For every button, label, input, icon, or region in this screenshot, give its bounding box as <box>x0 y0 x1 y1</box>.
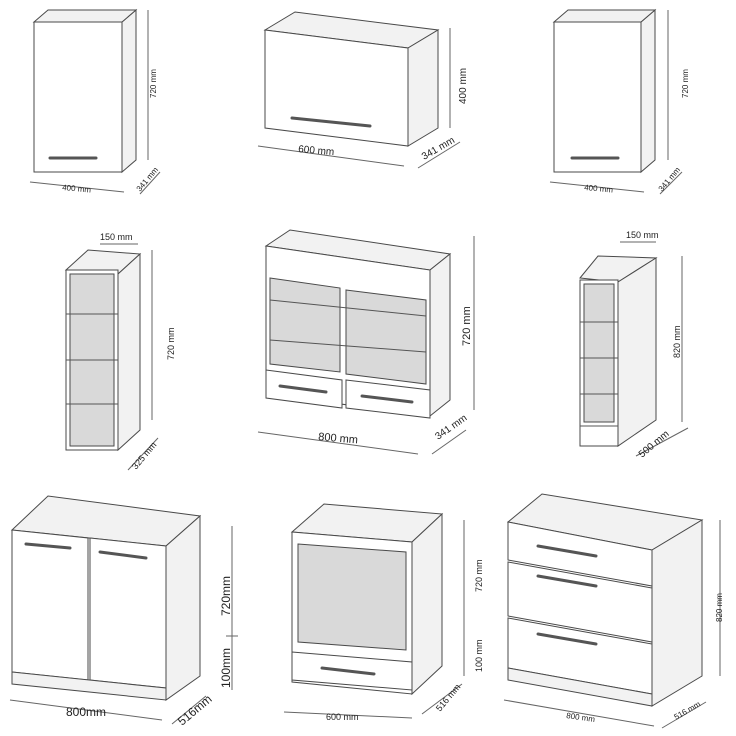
wall-cabinet-400 <box>549 8 683 195</box>
plinth <box>507 667 653 707</box>
glass-door-cabinet-800 <box>257 229 475 455</box>
plinth-label: 100 mm <box>474 639 484 672</box>
drawer-handle <box>360 394 414 404</box>
height-label: 820 mm <box>672 325 682 358</box>
door-handle <box>24 542 72 550</box>
drawer-handle <box>536 632 598 646</box>
depth-label: 325 mm <box>130 440 159 471</box>
depth-label: 516 mm <box>673 699 703 721</box>
cabinet-door <box>89 537 167 689</box>
oven-opening <box>297 543 407 651</box>
cabinet-door <box>33 21 123 173</box>
width-label: 600 mm <box>326 712 359 722</box>
depth-label: 516 mm <box>434 682 463 713</box>
drawer-base-cabinet-800 <box>503 493 721 729</box>
door-handle <box>290 116 372 128</box>
width-label: 150 mm <box>100 232 133 242</box>
depth-label: 341 mm <box>433 413 469 443</box>
width-label: 800 mm <box>318 431 359 446</box>
cabinet-door <box>11 529 89 681</box>
cabinet-door <box>264 29 409 147</box>
wall-cabinet-600-horizontal <box>257 11 461 169</box>
drawer-front <box>507 561 653 643</box>
depth-label: 341 mm <box>657 165 683 193</box>
sink-base-cabinet-800 <box>9 495 238 725</box>
width-label: 400 mm <box>62 183 92 195</box>
oven-housing-cabinet-600 <box>283 503 465 719</box>
depth-label: 341 mm <box>420 135 457 163</box>
height-label: 720 mm <box>166 327 176 360</box>
height-label: 720 mm <box>149 69 158 98</box>
height-label: 400 mm <box>458 68 469 104</box>
drawer-handle <box>278 384 328 394</box>
wall-cabinet-400 <box>29 8 161 195</box>
width-label: 400 mm <box>584 183 614 195</box>
height-label: 720 mm <box>461 306 473 346</box>
drawer-handle <box>536 574 598 588</box>
width-label: 150 mm <box>626 230 659 240</box>
width-label: 600 mm <box>298 144 335 158</box>
door-handle <box>98 550 148 560</box>
depth-label: 516mm <box>175 692 215 728</box>
plinth-label: 100mm <box>219 648 233 688</box>
height-label: 720 mm <box>474 559 484 592</box>
width-label: 800mm <box>66 705 106 719</box>
height-label: 720mm <box>219 576 233 616</box>
glass-panel <box>269 277 341 373</box>
cabinet-door <box>553 21 642 173</box>
open-shelf-base-unit-150 <box>579 241 689 457</box>
depth-label: 341 mm <box>135 165 161 193</box>
plinth <box>11 671 167 701</box>
drawer-handle <box>320 666 376 676</box>
height-label: 720 mm <box>681 69 690 98</box>
width-label: 800 mm <box>566 711 596 724</box>
depth-label: 500 mm <box>637 429 672 461</box>
height-label: 820 mm <box>715 593 724 622</box>
drawer-handle <box>536 544 598 558</box>
open-shelf-unit-150 <box>64 243 159 471</box>
glass-panel <box>345 289 427 385</box>
